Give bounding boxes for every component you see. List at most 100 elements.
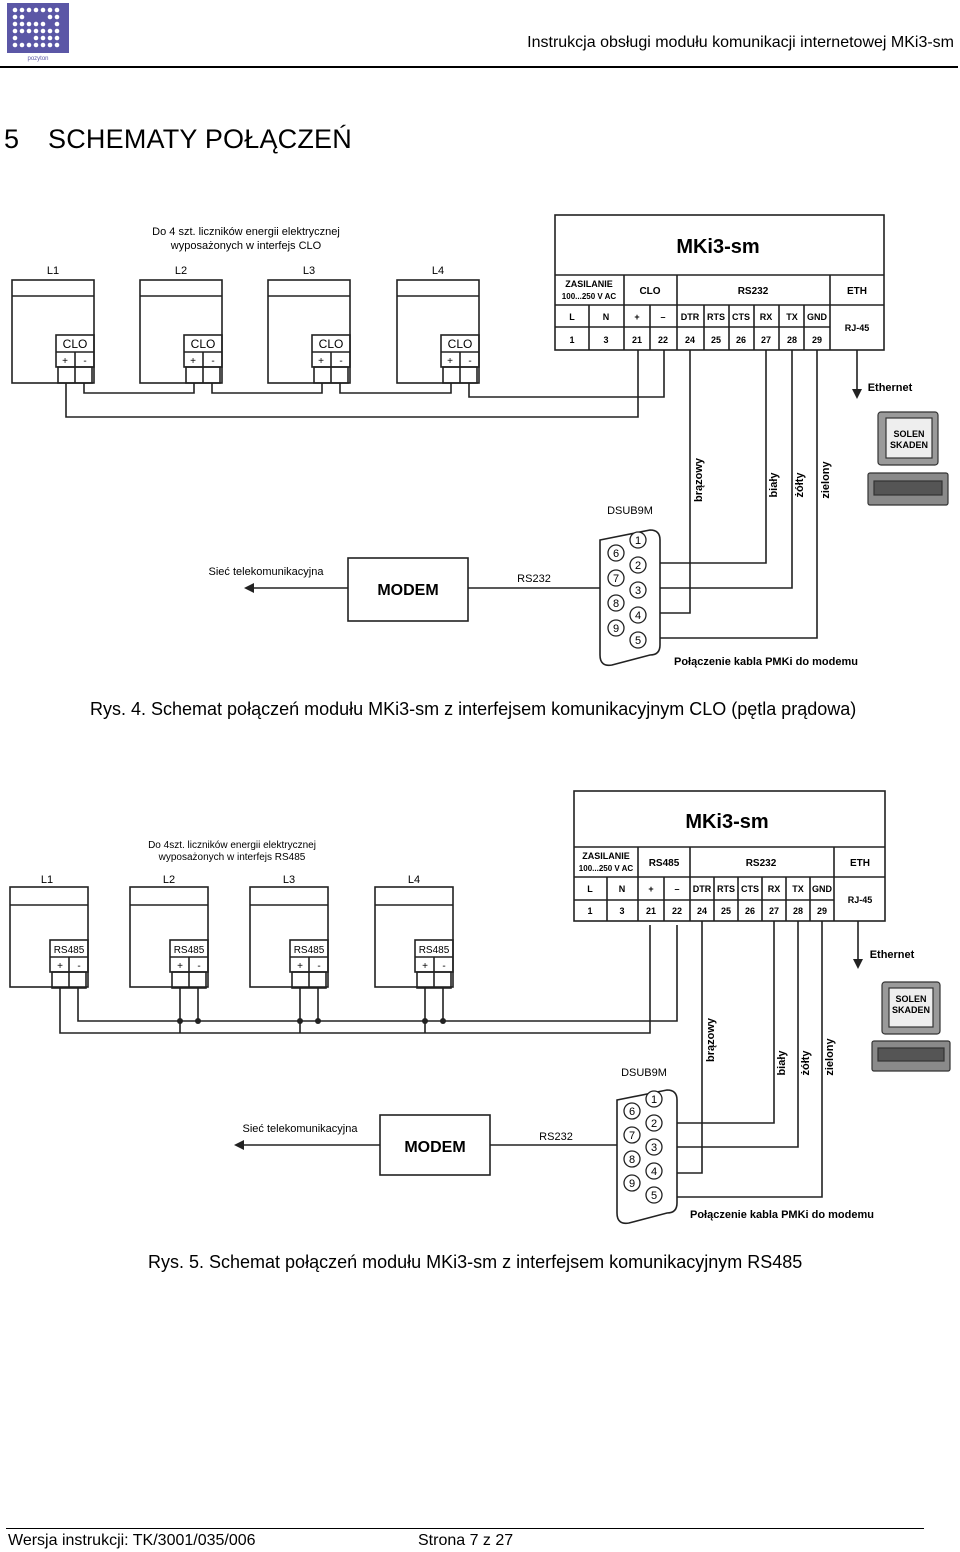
modem-label: MODEM [377, 582, 438, 599]
terminal-plus: + [297, 961, 303, 972]
meter-port-l1: CLO [63, 337, 88, 351]
signal-plus: + [634, 312, 639, 322]
meter-port-l2: CLO [191, 337, 216, 351]
pin-25: 25 [711, 335, 721, 345]
pin-24: 24 [685, 335, 695, 345]
page-header: pozyton Instrukcja obsługi modułu komuni… [0, 0, 960, 68]
dsub-pin-6: 6 [613, 548, 619, 560]
meter-port-l3: CLO [319, 337, 344, 351]
dsub-label: DSUB9M [607, 505, 653, 517]
pin-29: 29 [812, 335, 822, 345]
pin-28: 28 [787, 335, 797, 345]
meter-port-l4: CLO [448, 337, 473, 351]
signal-rts: RTS [707, 312, 725, 322]
device-title: MKi3-sm [676, 236, 759, 258]
meter-label-l2: L2 [175, 265, 187, 277]
rj45-label: RJ-45 [845, 323, 870, 333]
device-title: MKi3-sm [685, 811, 768, 833]
pin-3: 3 [619, 906, 624, 916]
wire-white: biały [768, 472, 780, 498]
wire-green: zielony [824, 1037, 836, 1075]
terminal-plus: + [57, 961, 63, 972]
rs232-group: RS232 [738, 286, 769, 297]
wire-yellow: żółty [794, 472, 806, 498]
pc-label-line2: SKADEN [890, 440, 928, 450]
pin-3: 3 [603, 335, 608, 345]
terminal-minus: - [339, 356, 342, 367]
pin-24: 24 [697, 906, 707, 916]
meters-note-line2: wyposażonych w interfejs CLO [170, 240, 322, 252]
telecom-label: Sieć telekomunikacyjna [243, 1123, 359, 1135]
pin-22: 22 [658, 335, 668, 345]
dsub-pin-4: 4 [651, 1166, 657, 1178]
terminal-plus: + [422, 961, 428, 972]
pin-21: 21 [632, 335, 642, 345]
pin-29: 29 [817, 906, 827, 916]
terminal-minus: - [83, 356, 86, 367]
pin-27: 27 [761, 335, 771, 345]
signal-l: L [587, 884, 593, 894]
signal-rts: RTS [717, 884, 735, 894]
signal-rx: RX [760, 312, 773, 322]
company-logo: pozyton [7, 3, 69, 62]
dsub-pin-5: 5 [651, 1190, 657, 1202]
ethernet-label: Ethernet [870, 949, 915, 961]
meter-label-l4: L4 [408, 874, 420, 886]
terminal-minus: - [77, 961, 80, 972]
pin-21: 21 [646, 906, 656, 916]
section-number: 5 [4, 124, 20, 154]
dsub-pin-3: 3 [635, 585, 641, 597]
eth-group: ETH [850, 858, 870, 869]
meter-label-l1: L1 [41, 874, 53, 886]
signal-tx: TX [792, 884, 804, 894]
signal-plus: + [648, 884, 653, 894]
power-group: ZASILANIE [582, 851, 630, 861]
footer-divider [6, 1528, 924, 1529]
pin-27: 27 [769, 906, 779, 916]
dsub-pin-1: 1 [651, 1094, 657, 1106]
wire-brown: brązowy [705, 1017, 717, 1062]
meter-port-l1: RS485 [54, 945, 85, 956]
dsub-pin-4: 4 [635, 610, 641, 622]
dsub-pin-2: 2 [635, 560, 641, 572]
iface-group: CLO [639, 286, 660, 297]
signal-dtr: DTR [681, 312, 700, 322]
dsub-pin-7: 7 [613, 573, 619, 585]
meter-label-l4: L4 [432, 265, 444, 277]
meter-port-l2: RS485 [174, 945, 205, 956]
dsub-pin-9: 9 [629, 1178, 635, 1190]
signal-n: N [603, 312, 610, 322]
terminal-minus: - [197, 961, 200, 972]
wiring-diagram-clo: Do 4 szt. liczników energii elektrycznej… [11, 214, 949, 668]
signal-minus: – [660, 312, 665, 322]
pin-22: 22 [672, 906, 682, 916]
wire-brown: brązowy [693, 457, 705, 502]
pc-label-line1: SOLEN [893, 429, 924, 439]
figure-caption-4: Rys. 4. Schemat połączeń modułu MKi3-sm … [90, 699, 857, 719]
meter-label-l3: L3 [303, 265, 315, 277]
pin-26: 26 [736, 335, 746, 345]
dsub-pin-6: 6 [629, 1106, 635, 1118]
dsub-label: DSUB9M [621, 1067, 667, 1079]
signal-dtr: DTR [693, 884, 712, 894]
dsub-pin-3: 3 [651, 1142, 657, 1154]
signal-minus: – [674, 884, 679, 894]
terminal-plus: + [447, 356, 453, 367]
wire-green: zielony [820, 460, 832, 498]
signal-rx: RX [768, 884, 781, 894]
cable-note: Połączenie kabla PMKi do modemu [674, 656, 858, 668]
signal-l: L [569, 312, 575, 322]
document-title: Instrukcja obsługi modułu komunikacji in… [527, 34, 954, 51]
pin-28: 28 [793, 906, 803, 916]
footer-version: Wersja instrukcji: TK/3001/035/006 [8, 1532, 256, 1549]
eth-group: ETH [847, 286, 867, 297]
dsub-pin-2: 2 [651, 1118, 657, 1130]
terminal-minus: - [317, 961, 320, 972]
power-range: 100...250 V AC [579, 864, 634, 873]
pc-label-line1: SOLEN [895, 994, 926, 1004]
dsub-pin-8: 8 [613, 598, 619, 610]
terminal-plus: + [318, 356, 324, 367]
pc-label-line2: SKADEN [892, 1005, 930, 1015]
meters-note-line1: Do 4 szt. liczników energii elektrycznej [152, 226, 340, 238]
